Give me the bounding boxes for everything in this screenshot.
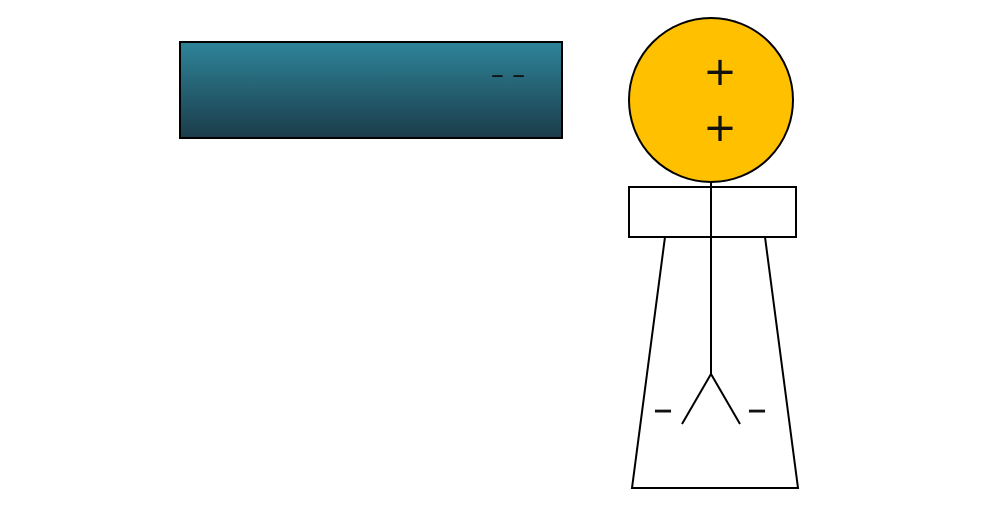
knob-charge-sign-top: + xyxy=(703,49,737,95)
leaf-charge-sign-left: – xyxy=(653,386,673,432)
charged-rod: – – xyxy=(179,41,563,139)
knob-charge-sign-bottom: + xyxy=(703,105,737,151)
electroscope-knob xyxy=(628,17,794,183)
electroscope-stopper xyxy=(628,186,797,238)
electroscope-leaf-right xyxy=(710,373,741,425)
electroscope-jar xyxy=(630,236,800,489)
electroscope-leaf-left xyxy=(681,373,712,425)
electroscope: + + – – xyxy=(628,17,800,489)
rod-charge-label: – – xyxy=(491,60,525,90)
leaf-charge-sign-right: – xyxy=(747,386,767,432)
rod-body xyxy=(179,41,563,139)
